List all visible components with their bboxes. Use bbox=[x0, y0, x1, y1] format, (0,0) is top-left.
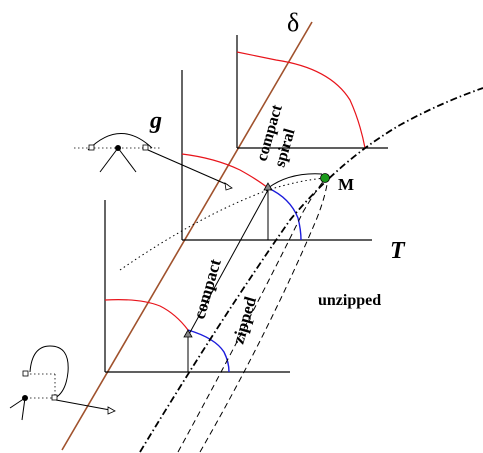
dotted-curve bbox=[119, 177, 327, 271]
top-crossover-curve bbox=[236, 51, 366, 149]
bottom-arc bbox=[187, 329, 230, 373]
middle-crossover-curve bbox=[181, 153, 269, 189]
point-m bbox=[320, 173, 330, 183]
middle-arrow-head bbox=[263, 182, 273, 191]
bottom-crossover-curve bbox=[104, 299, 189, 331]
t-axis-label: T bbox=[390, 238, 406, 264]
g-axis-label: g bbox=[149, 108, 162, 134]
dashed-curve-2 bbox=[199, 177, 329, 453]
unzipped-label: unzipped bbox=[318, 292, 381, 309]
inset-bottom-icon bbox=[9, 345, 116, 421]
zipped-label: zipped bbox=[229, 294, 261, 346]
dash-dot-curve bbox=[139, 87, 483, 453]
m-label: M bbox=[338, 175, 354, 194]
top-axes bbox=[236, 35, 388, 149]
bottom-arrow-head bbox=[183, 329, 193, 338]
dashed-curve-1 bbox=[177, 177, 327, 453]
middle-arc bbox=[267, 187, 302, 241]
inset-top-icon bbox=[74, 133, 233, 191]
arrows bbox=[183, 182, 273, 372]
middle-arc-outline bbox=[267, 173, 323, 189]
delta-label: δ bbox=[287, 8, 299, 37]
middle-axes bbox=[181, 70, 372, 241]
delta-line bbox=[61, 21, 313, 451]
compact-label: compact bbox=[190, 257, 225, 322]
bottom-axes bbox=[104, 200, 290, 373]
